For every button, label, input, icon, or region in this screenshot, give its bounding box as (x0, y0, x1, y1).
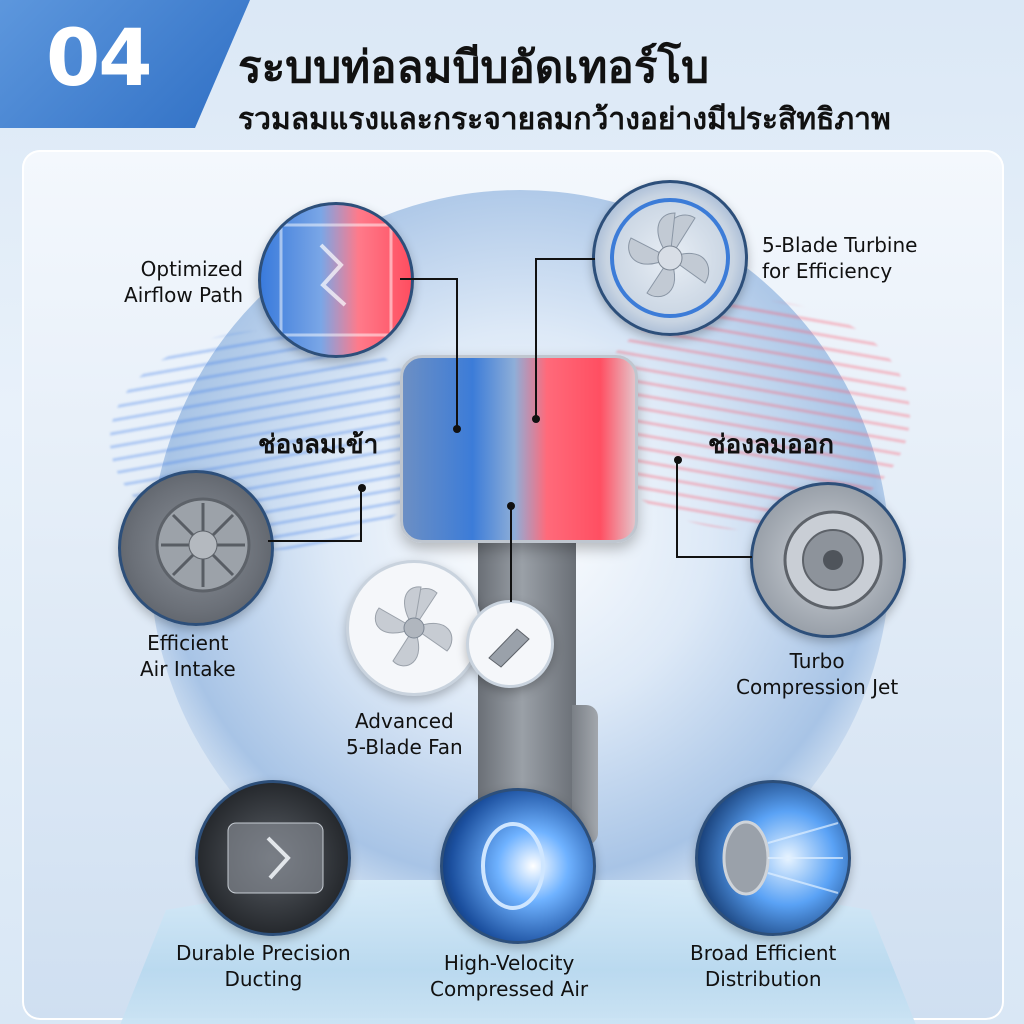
nozzle-attachment-image (466, 600, 554, 688)
compressed-air-label: High-Velocity Compressed Air (430, 950, 588, 1002)
turbo-jet-label: Turbo Compression Jet (736, 648, 898, 700)
air-inlet-label: ช่องลมเข้า (258, 430, 379, 460)
connector-dot (674, 456, 682, 464)
connector-line (268, 540, 360, 542)
turbo-jet-line1: Turbo (789, 649, 845, 673)
turbine-label: 5-Blade Turbine for Efficiency (762, 232, 917, 284)
connector-dot (507, 502, 515, 510)
section-number: 04 (46, 14, 153, 104)
connector-line (400, 278, 458, 280)
air-intake-label: Efficient Air Intake (140, 630, 236, 682)
air-outlet-label: ช่องลมออก (708, 430, 835, 460)
optimized-airflow-line1: Optimized (140, 257, 243, 281)
ducting-line2: Ducting (224, 967, 303, 991)
compressed-air-image (440, 788, 596, 944)
air-intake-line2: Air Intake (140, 657, 236, 681)
air-intake-image (118, 470, 274, 626)
air-stream-icon (481, 822, 545, 910)
turbine-icon (610, 198, 730, 318)
intake-grille-icon (155, 497, 251, 593)
airflow-path-icon (279, 223, 393, 337)
connector-line (510, 506, 512, 602)
turbine-line2: for Efficiency (762, 259, 893, 283)
distribution-line2: Distribution (704, 967, 822, 991)
distribution-line1: Broad Efficient (690, 941, 837, 965)
connector-line (360, 488, 362, 542)
fan-label: Advanced 5-Blade Fan (346, 708, 463, 760)
airflow-path-image (258, 202, 414, 358)
page-title: ระบบท่อลมบีบอัดเทอร์โบ (238, 42, 710, 93)
fan-line1: Advanced (354, 709, 454, 733)
fan-image (346, 560, 482, 696)
optimized-airflow-label: Optimized Airflow Path (103, 256, 243, 308)
connector-line (676, 556, 752, 558)
section-number-tab: 04 (0, 0, 250, 128)
connector-line (676, 460, 678, 558)
connector-line (456, 278, 458, 428)
air-intake-line1: Efficient (147, 631, 229, 655)
connector-line (535, 258, 537, 418)
distribution-icon (722, 820, 843, 896)
distribution-label: Broad Efficient Distribution (690, 940, 836, 992)
connector-dot (453, 425, 461, 433)
ducting-icon (227, 822, 324, 894)
turbine-line1: 5-Blade Turbine (762, 233, 918, 257)
compressed-air-line2: Compressed Air (430, 977, 589, 1001)
ducting-label: Durable Precision Ducting (176, 940, 351, 992)
ducting-line1: Durable Precision (176, 941, 351, 965)
connector-dot (532, 415, 540, 423)
nozzle-icon (488, 628, 530, 668)
distribution-image (695, 780, 851, 936)
ducting-image (195, 780, 351, 936)
turbine-image (592, 180, 748, 336)
turbo-jet-image (750, 482, 906, 638)
fan-blades-icon (374, 586, 453, 667)
dryer-head (400, 355, 638, 543)
optimized-airflow-line2: Airflow Path (124, 283, 243, 307)
turbo-jet-line2: Compression Jet (736, 675, 899, 699)
compressed-air-line1: High-Velocity (443, 951, 575, 975)
fan-line2: 5-Blade Fan (346, 735, 463, 759)
jet-nozzle-icon (783, 510, 883, 610)
page-subtitle: รวมลมแรงและกระจายลมกว้างอย่างมีประสิทธิภ… (238, 102, 891, 137)
connector-dot (358, 484, 366, 492)
connector-line (535, 258, 595, 260)
